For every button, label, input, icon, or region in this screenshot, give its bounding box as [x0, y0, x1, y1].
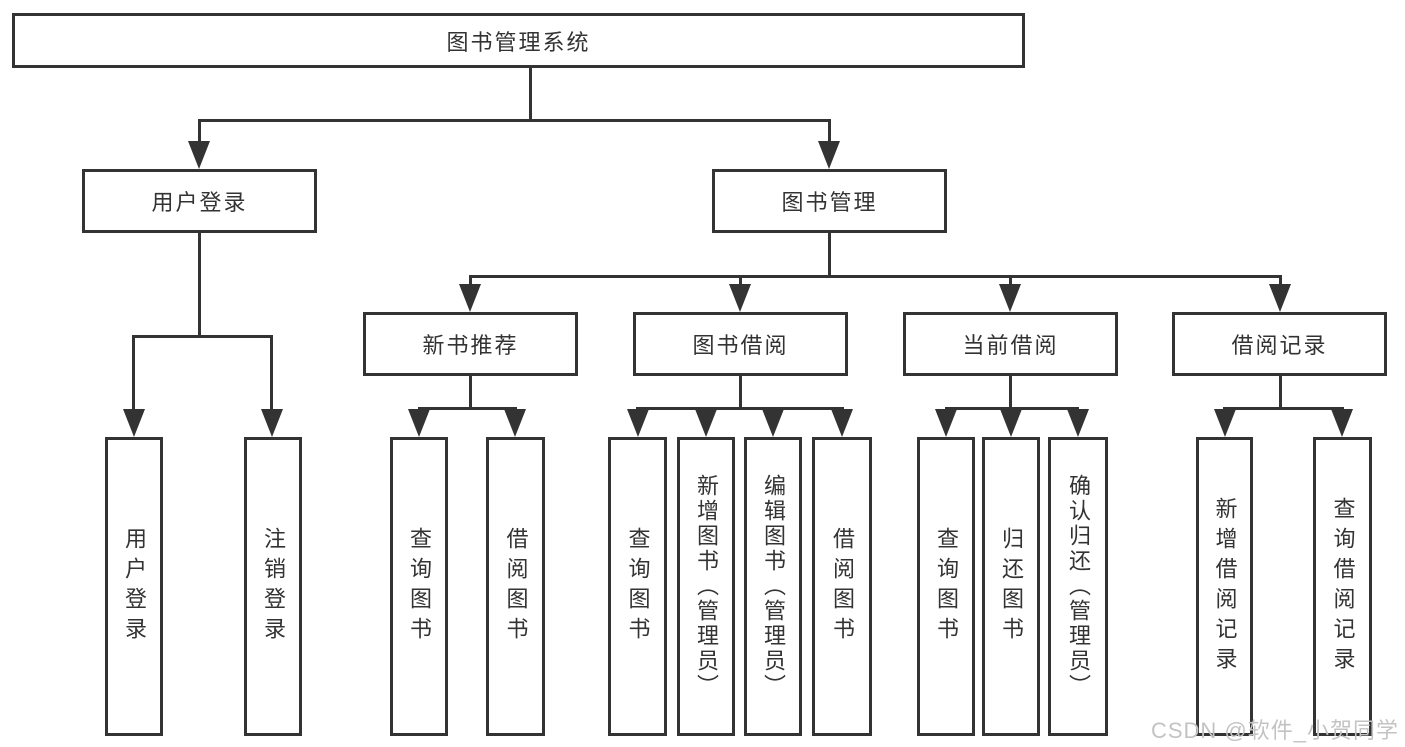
connector-user-login-branch [132, 335, 273, 338]
node-book-management: 图书管理 [712, 169, 947, 233]
node-current-borrowing: 当前借阅 [903, 312, 1118, 376]
connector-drop-book-borrow [739, 275, 742, 287]
arrowhead-down-icon [408, 409, 430, 437]
leaf-query-books-borrow: 查询图书 [608, 437, 667, 736]
arrowhead-down-icon [1000, 409, 1022, 437]
connector-drop-leaf-user-login [132, 335, 135, 411]
arrowhead-down-icon [831, 409, 853, 437]
leaf-user-login: 用户登录 [105, 437, 163, 736]
connector-new-book-branch [418, 407, 517, 410]
connector-current-borrow-stem [1009, 375, 1012, 409]
node-library-management-system: 图书管理系统 [12, 13, 1025, 68]
leaf-query-borrow-record: 查询借阅记录 [1313, 437, 1372, 736]
node-user-login: 用户登录 [82, 169, 317, 233]
leaf-query-books-recommend: 查询图书 [390, 437, 448, 736]
connector-borrow-records-stem [1279, 375, 1282, 409]
connector-borrow-records-branch [1223, 407, 1344, 410]
connector-drop-borrow-records [1279, 275, 1282, 287]
leaf-add-books-admin: 新增图书（管理员） [677, 437, 735, 736]
arrowhead-down-icon [1331, 409, 1353, 437]
node-book-borrowing: 图书借阅 [633, 312, 848, 376]
connector-new-book-stem [469, 375, 472, 409]
connector-drop-user-login [198, 119, 201, 145]
leaf-add-borrow-record: 新增借阅记录 [1196, 437, 1253, 736]
arrowhead-down-icon [123, 409, 145, 437]
connector-drop-current-borrow [1009, 275, 1012, 287]
arrowhead-down-icon [1269, 284, 1291, 312]
connector-root-stem [529, 67, 532, 122]
arrowhead-down-icon [1067, 409, 1089, 437]
leaf-confirm-return-admin: 确认归还（管理员） [1048, 437, 1108, 736]
connector-current-borrow-branch [945, 407, 1079, 410]
connector-book-management-stem [828, 232, 831, 277]
leaf-borrow-books-recommend: 借阅图书 [486, 437, 545, 736]
leaf-return-books: 归还图书 [982, 437, 1040, 736]
arrowhead-down-icon [729, 284, 751, 312]
leaf-query-books-current: 查询图书 [917, 437, 975, 736]
arrowhead-down-icon [627, 409, 649, 437]
leaf-logout: 注销登录 [244, 437, 302, 736]
arrowhead-down-icon [188, 141, 210, 169]
leaf-borrow-books: 借阅图书 [812, 437, 872, 736]
arrowhead-down-icon [504, 409, 526, 437]
connector-level2-branch [469, 275, 1282, 278]
arrowhead-down-icon [261, 409, 283, 437]
arrowhead-down-icon [818, 141, 840, 169]
arrowhead-down-icon [999, 284, 1021, 312]
connector-level1-branch [198, 119, 831, 122]
connector-user-login-stem [198, 232, 201, 337]
arrowhead-down-icon [695, 409, 717, 437]
node-new-book-recommend: 新书推荐 [363, 312, 578, 376]
arrowhead-down-icon [762, 409, 784, 437]
leaf-edit-books-admin: 编辑图书（管理员） [744, 437, 802, 736]
connector-book-borrow-branch [636, 407, 844, 410]
csdn-watermark: CSDN @软件_小贺同学 [1150, 718, 1399, 743]
arrowhead-down-icon [459, 284, 481, 312]
arrowhead-down-icon [1214, 409, 1236, 437]
connector-drop-new-book [469, 275, 472, 287]
node-borrowing-records: 借阅记录 [1172, 312, 1387, 376]
connector-drop-leaf-logout [270, 335, 273, 411]
connector-book-borrow-stem [739, 375, 742, 409]
connector-drop-book-management [828, 119, 831, 145]
arrowhead-down-icon [935, 409, 957, 437]
